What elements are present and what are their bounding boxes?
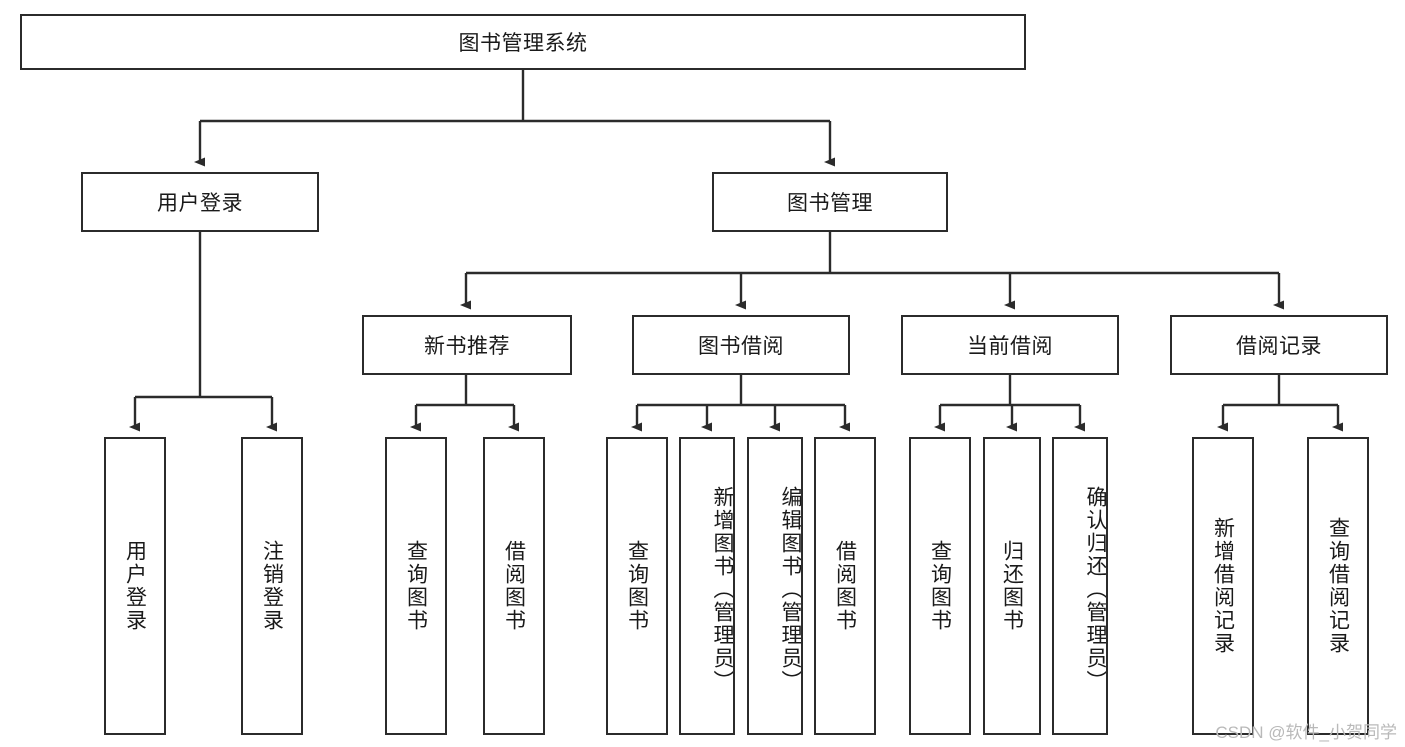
node-leaf-user-login[interactable]: 用户登录 <box>104 437 166 735</box>
node-leaf-query-book-3[interactable]: 查询图书 <box>909 437 971 735</box>
node-leaf-confirm-return[interactable]: 确认归还（管理员） <box>1052 437 1108 735</box>
node-leaf-query-book-1[interactable]: 查询图书 <box>385 437 447 735</box>
node-borrow-record[interactable]: 借阅记录 <box>1170 315 1388 375</box>
node-leaf-borrow-book-1[interactable]: 借阅图书 <box>483 437 545 735</box>
node-leaf-add-borrow-record[interactable]: 新增借阅记录 <box>1192 437 1254 735</box>
node-user-login[interactable]: 用户登录 <box>81 172 319 232</box>
node-new-book-recommend[interactable]: 新书推荐 <box>362 315 572 375</box>
node-leaf-query-borrow-record[interactable]: 查询借阅记录 <box>1307 437 1369 735</box>
node-book-manage[interactable]: 图书管理 <box>712 172 948 232</box>
node-book-borrow[interactable]: 图书借阅 <box>632 315 850 375</box>
node-leaf-query-book-2[interactable]: 查询图书 <box>606 437 668 735</box>
node-current-borrow[interactable]: 当前借阅 <box>901 315 1119 375</box>
node-leaf-edit-book[interactable]: 编辑图书（管理员） <box>747 437 803 735</box>
node-leaf-borrow-book-2[interactable]: 借阅图书 <box>814 437 876 735</box>
node-leaf-add-book[interactable]: 新增图书（管理员） <box>679 437 735 735</box>
node-root[interactable]: 图书管理系统 <box>20 14 1026 70</box>
node-leaf-return-book[interactable]: 归还图书 <box>983 437 1041 735</box>
csdn-watermark: CSDN @软件_小贺同学 <box>1215 723 1397 742</box>
node-leaf-logout[interactable]: 注销登录 <box>241 437 303 735</box>
